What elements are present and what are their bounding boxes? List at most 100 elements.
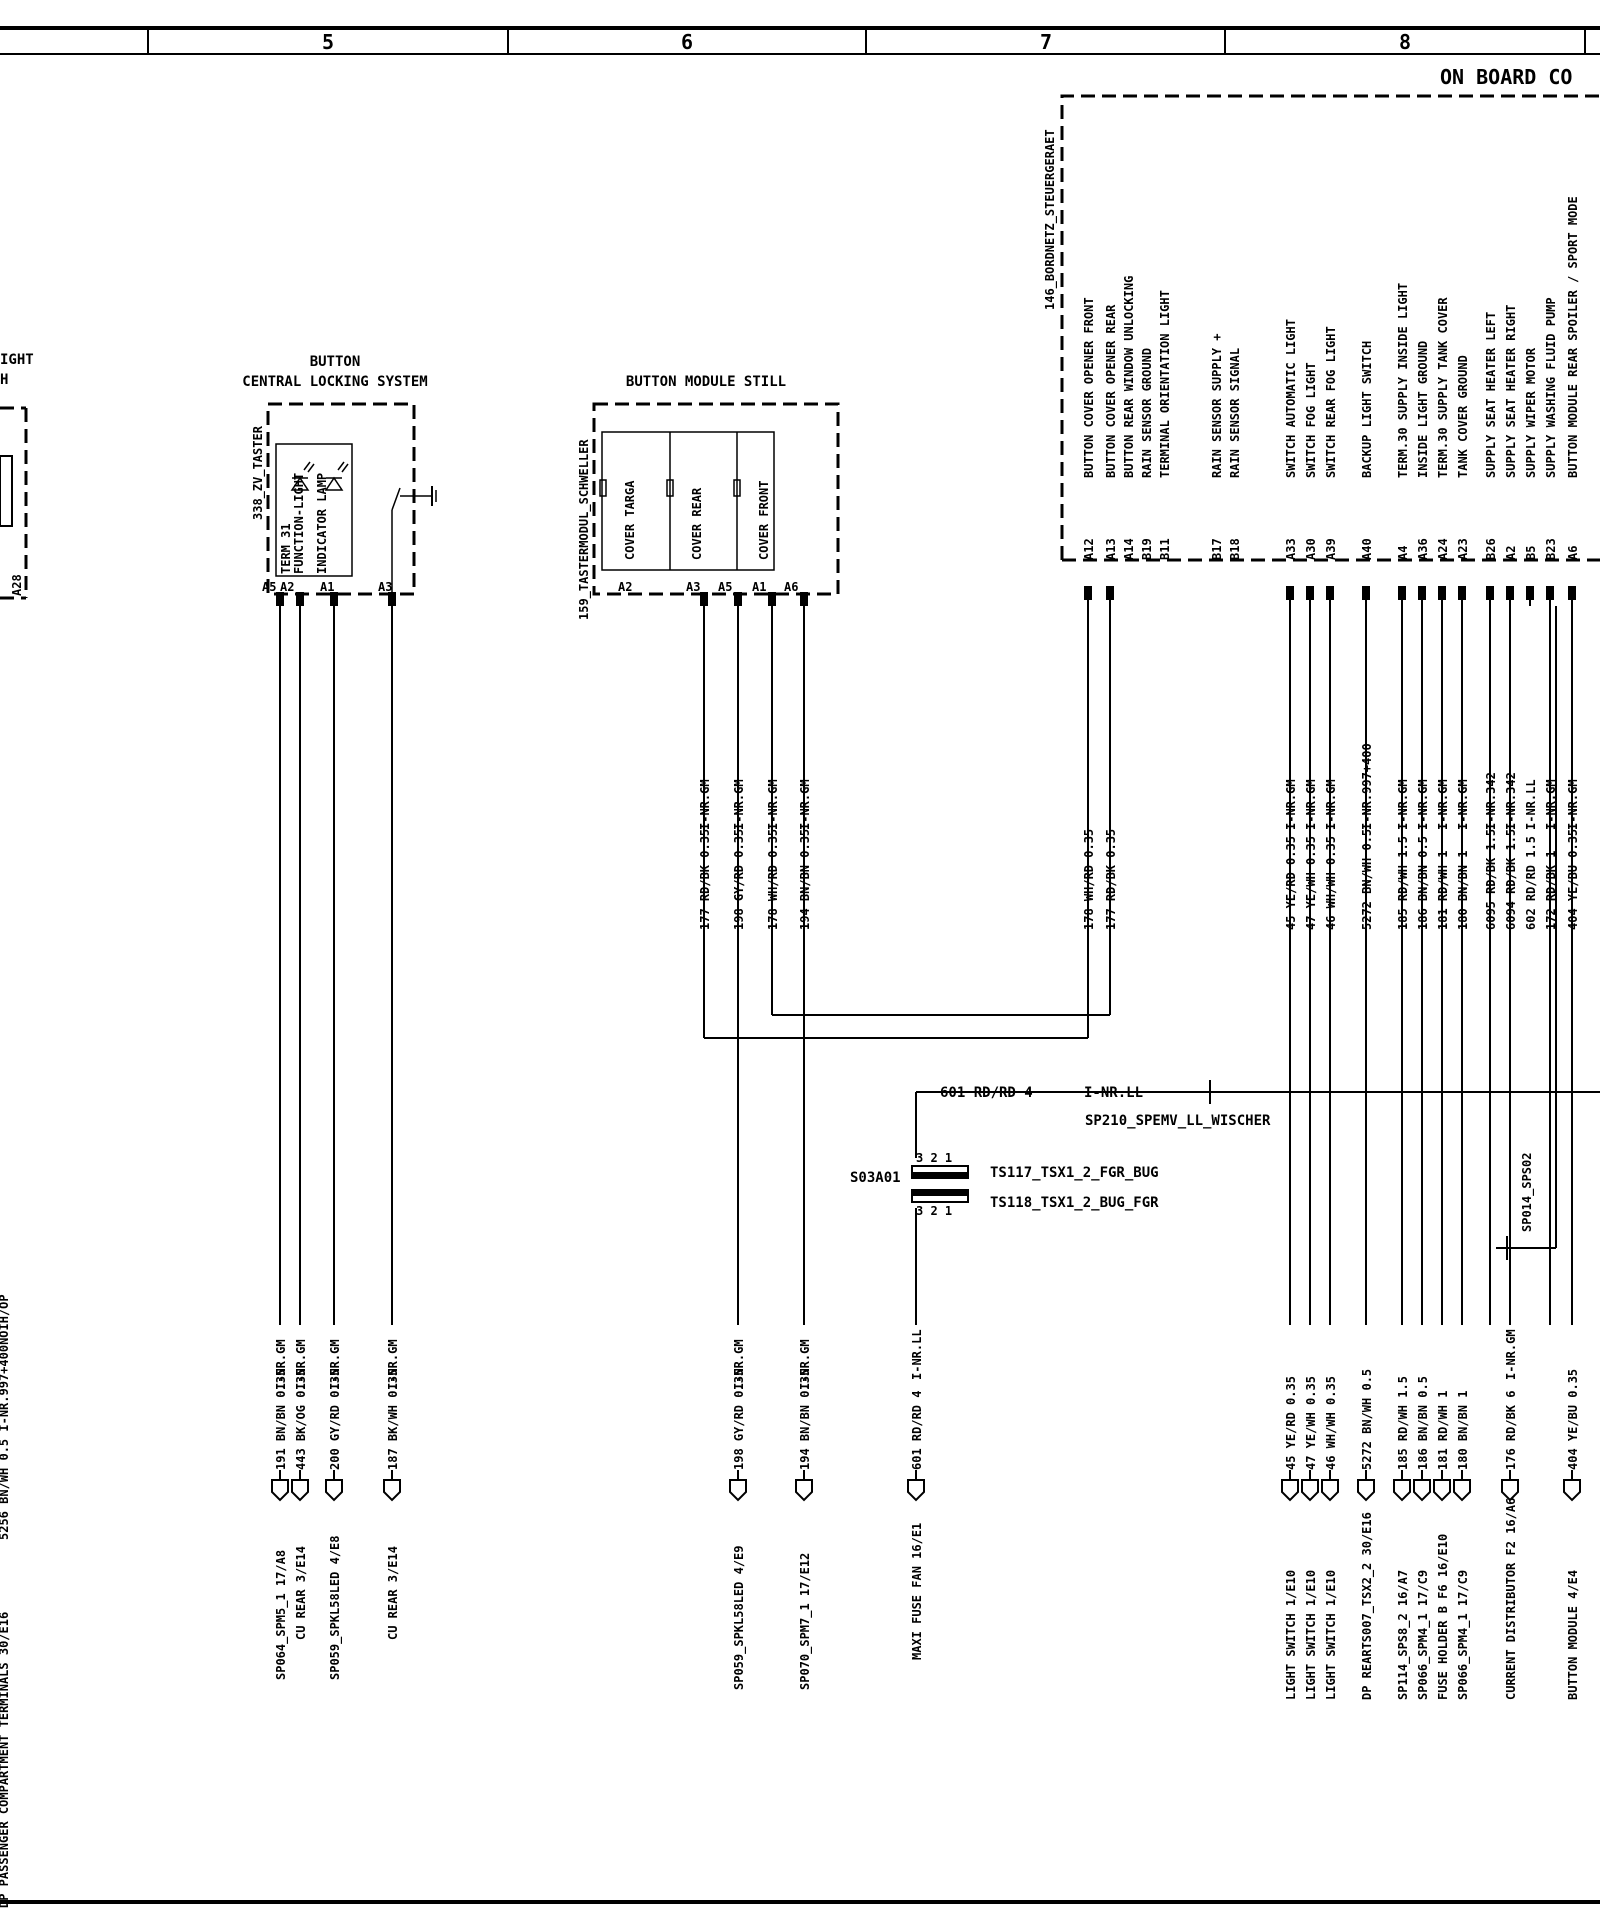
cu-function-label: TERM.30 SUPPLY INSIDE LIGHT: [1396, 283, 1410, 478]
cu-function-label: RAIN SENSOR SUPPLY +: [1210, 334, 1224, 479]
bm-upper-wire-1: 177 RD/BK 0.35: [698, 829, 712, 930]
cl-wire-1: 191 BN/BN 0.35: [274, 1369, 288, 1470]
cl-wire-code-1: I-NR.GM: [274, 1339, 288, 1390]
cu-connector-label: LIGHT SWITCH 1/E10: [1324, 1570, 1338, 1700]
cu-pin-contact: [1326, 586, 1334, 600]
pins-top: 3 2 1: [916, 1151, 952, 1165]
connector-arrow-icon: [729, 1479, 813, 1502]
column-number-7: 7: [1040, 30, 1052, 54]
bm-connector-2: SP070_SPM7_1 17/E12: [798, 1553, 813, 1690]
central-locking-component: BUTTON CENTRAL LOCKING SYSTEM 338_ZV_TAS…: [242, 354, 437, 1680]
cross-wires: [704, 606, 1111, 1039]
cu-upper-wire-label: 46 WH/WH 0.35: [1324, 836, 1338, 930]
central-locking-id: 338_ZV_TASTER: [251, 425, 266, 520]
cu-upper-wire-code: I-NR.LL: [1524, 779, 1538, 830]
cu-function-label: RAIN SENSOR SIGNAL: [1228, 348, 1242, 478]
cu-lower-wire-label: 181 RD/WH 1: [1436, 1391, 1450, 1470]
bm-lower-code-2: I-NR.GM: [798, 1339, 812, 1390]
bm-pin-a6: A6: [784, 580, 798, 594]
cl-wire-2: 443 BK/OG 0.35: [294, 1369, 308, 1470]
cu-upper-wire-code: I-NR.GM: [1324, 779, 1338, 830]
cu-function-label: SUPPLY SEAT HEATER LEFT: [1484, 312, 1498, 478]
button-module-title: BUTTON MODULE STILL: [626, 374, 786, 390]
cu-pin-label: A33: [1284, 538, 1298, 560]
cu-pin-label: A13: [1104, 538, 1118, 560]
ground-switch-icon: [391, 486, 437, 594]
cu-pin-contact: [1362, 586, 1370, 600]
cu-lower-wire-label: 404 YE/BU 0.35: [1566, 1369, 1580, 1470]
cu-function-label: BUTTON REAR WINDOW UNLOCKING: [1122, 276, 1136, 478]
left-partial-component: IGHT H A28 DP PASSENGER COMPARTMENT TERM…: [0, 352, 34, 1908]
led-icon: [290, 461, 315, 491]
cu-pin-label: A24: [1436, 538, 1450, 560]
cu-pin-label: A2: [1504, 546, 1518, 560]
cu-lower-wire-label: 180 BN/BN 1: [1456, 1391, 1470, 1470]
cu-upper-wire-label: 177 RD/BK 0.35: [1104, 829, 1118, 930]
control-unit-id: 146_BORDNETZ_STEUERGERAET: [1043, 129, 1058, 310]
left-title-line2: H: [0, 372, 8, 388]
cu-pin-contact: [1106, 586, 1114, 600]
connector-arrow-icon: [271, 1479, 401, 1502]
cu-pin-contact: [1458, 586, 1466, 600]
fan-connector: MAXI FUSE FAN 16/E1: [910, 1523, 924, 1660]
cu-upper-wire-code: I-NR.GM: [1416, 779, 1430, 830]
bm-upper-wire-3: 178 WH/RD 0.35: [766, 829, 780, 930]
bm-upper-code-1: I-NR.GM: [698, 779, 712, 830]
term31-label: TERM 31: [279, 523, 293, 574]
cu-pin-contact: [1398, 586, 1406, 600]
button-module-component: BUTTON MODULE STILL 159_TASTERMODUL_SCHW…: [577, 374, 840, 1690]
control-unit-component: 146_BORDNETZ_STEUERGERAET: [1043, 94, 1600, 562]
bm-upper-code-3: I-NR.GM: [766, 779, 780, 830]
fuse-fan-circuit: 601 RD/RD 4 I-NR.LL SP210_SPEMV_LL_WISCH…: [850, 1080, 1600, 1660]
cu-pin-label: A30: [1304, 538, 1318, 560]
cl-wire-4: 187 BK/WH 0.35: [386, 1369, 400, 1470]
cu-lower-wire-label: 176 RD/BK 6: [1504, 1391, 1518, 1470]
cu-lower-wire-label: 47 YE/WH 0.35: [1304, 1376, 1318, 1470]
cl-wire-code-3: I-NR.GM: [328, 1339, 342, 1390]
connector-arrow-icon: [1563, 1479, 1581, 1502]
splice-point-icon: [1198, 1080, 1222, 1104]
connector-arrow-icon: [1357, 1479, 1375, 1502]
connector-arrow-icon: [907, 1479, 925, 1502]
bm-upper-wire-2: 198 GY/RD 0.35: [732, 829, 746, 930]
connector-arrow-icon: [1501, 1479, 1519, 1502]
central-locking-title-2: CENTRAL LOCKING SYSTEM: [242, 374, 427, 390]
cu-connector-label: DP REARTS007_TSX2_2 30/E16: [1360, 1512, 1375, 1700]
page-title: ON BOARD CO: [1440, 65, 1572, 89]
left-wire-label: 5256 BN/WH 0.5 I-NR.997+400NOIH/OP: [0, 1294, 11, 1540]
column-number-6: 6: [681, 30, 693, 54]
cu-upper-wire-label: 180 BN/BN 1: [1456, 851, 1470, 930]
cu-upper-wire-label: 6094 RD/BK 1.5: [1504, 829, 1518, 930]
cu-upper-wire-code: I-NR.342: [1504, 772, 1518, 830]
connector-arrow-icon: [1301, 1479, 1319, 1502]
cl-pin-a5: A5: [262, 580, 276, 594]
bm-upper-code-4: I-NR.GM: [798, 779, 812, 830]
cu-pin-contact: [1418, 586, 1426, 600]
cu-connector-label: SP114_SPS8_2 16/A7: [1396, 1570, 1411, 1700]
switch-cover-targa: COVER TARGA: [623, 480, 637, 560]
cu-upper-wire-label: 404 YE/BU 0.35: [1566, 829, 1580, 930]
central-locking-box: [266, 402, 416, 596]
cu-upper-wire-label: 6095 RD/BK 1.5: [1484, 829, 1498, 930]
cu-pin-label: B11: [1158, 538, 1172, 560]
cu-pin-label: A12: [1082, 538, 1096, 560]
pins-bottom: 3 2 1: [916, 1204, 952, 1218]
cu-pin-label: A36: [1416, 538, 1430, 560]
cu-lower-wire-label: 45 YE/RD 0.35: [1284, 1376, 1298, 1470]
cu-function-label: SWITCH FOG LIGHT: [1304, 362, 1318, 478]
cu-function-label: INSIDE LIGHT GROUND: [1416, 341, 1430, 478]
cu-upper-wire-code: I-NR.GM: [1544, 779, 1558, 830]
cu-upper-wire-label: 172 RD/BK 1: [1544, 851, 1558, 930]
cu-function-label: TERM.30 SUPPLY TANK COVER: [1436, 297, 1450, 478]
connector-arrow-icon: [1453, 1479, 1471, 1502]
cu-pin-label: B17: [1210, 538, 1224, 560]
cu-pin-contact: [1526, 586, 1534, 600]
cu-connector-label: FUSE HOLDER B F6 16/E10: [1436, 1534, 1450, 1700]
cu-connector-label: SP066_SPM4_1 17/C9: [1456, 1570, 1471, 1700]
cu-function-label: TANK COVER GROUND: [1456, 355, 1470, 478]
cu-lower-wire-label: 185 RD/WH 1.5: [1396, 1376, 1410, 1470]
cu-lower-wire-code: I-NR.GM: [1504, 1329, 1518, 1380]
cu-pin-contact: [1546, 586, 1554, 600]
led-icon: [324, 461, 349, 491]
